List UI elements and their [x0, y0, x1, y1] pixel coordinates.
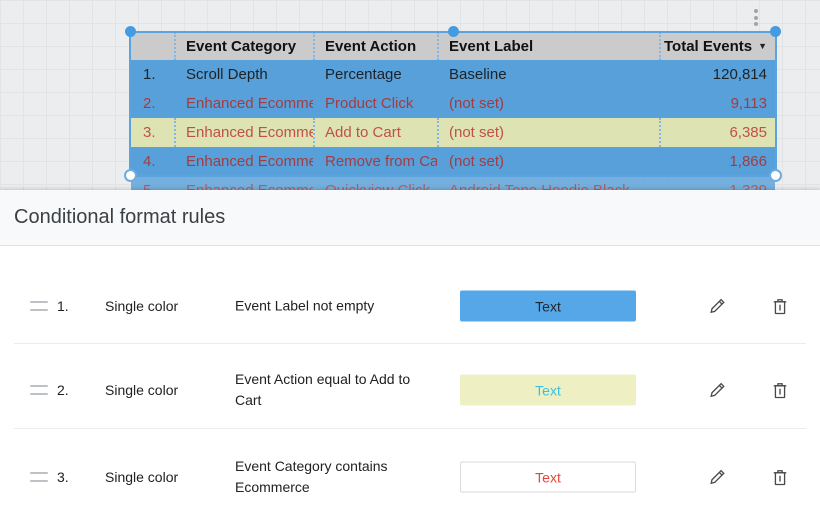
- trash-icon: [773, 470, 787, 486]
- event-label-cell: (not set): [437, 118, 659, 147]
- pencil-icon: [710, 298, 725, 314]
- selection-handle-bottom-left[interactable]: [124, 169, 137, 182]
- total-events-label: Total Events: [664, 37, 753, 55]
- row-number-cell: 1.: [143, 66, 156, 83]
- row-number-cell: 5.: [131, 176, 174, 190]
- event-label-cell: Android Tone Hoodie Black: [437, 176, 659, 190]
- rule-color-swatch[interactable]: Text: [460, 461, 636, 493]
- rule-condition: Event Action equal to Add to Cart: [235, 371, 411, 408]
- pencil-icon: [710, 382, 725, 398]
- pencil-icon: [710, 469, 725, 485]
- event-label-cell: Baseline: [449, 66, 507, 83]
- event-category-cell: Scroll Depth: [186, 66, 268, 83]
- format-rule-row: 2. Single color Event Action equal to Ad…: [0, 360, 820, 420]
- data-table[interactable]: Event Category Event Action Event Label …: [131, 32, 775, 190]
- rule-type: Single color: [105, 382, 179, 398]
- event-action-cell: Add to Cart: [313, 118, 437, 147]
- event-category-cell: Enhanced Ecommerce: [174, 176, 313, 190]
- trash-icon: [773, 299, 787, 315]
- report-canvas: Event Category Event Action Event Label …: [0, 0, 820, 190]
- total-events-cell: 6,385: [659, 118, 775, 147]
- column-header-event-label[interactable]: Event Label: [437, 32, 659, 60]
- rule-condition: Event Category contains Ecommerce: [235, 458, 388, 495]
- selection-handle-top-center[interactable]: [448, 26, 459, 37]
- format-rule-row: 3. Single color Event Category contains …: [0, 447, 820, 507]
- rule-number: 2.: [57, 382, 69, 398]
- total-events-cell: 1,329: [659, 176, 775, 190]
- edit-rule-button[interactable]: [705, 465, 729, 489]
- drag-handle-icon[interactable]: [30, 385, 48, 395]
- table-row[interactable]: 5. Enhanced Ecommerce Quickview Click An…: [131, 176, 775, 190]
- rule-number: 1.: [57, 298, 69, 314]
- rule-condition: Event Label not empty: [235, 297, 375, 314]
- edit-rule-button[interactable]: [705, 294, 729, 318]
- selection-handle-top-right[interactable]: [770, 26, 781, 37]
- column-header-event-category[interactable]: Event Category: [174, 32, 313, 60]
- delete-rule-button[interactable]: [768, 378, 792, 402]
- edit-rule-button[interactable]: [705, 378, 729, 402]
- event-action-cell: Remove from Cart: [325, 153, 437, 170]
- drag-handle-icon[interactable]: [30, 301, 48, 311]
- event-category-cell: Enhanced Ecommerce: [186, 95, 313, 112]
- selection-handle-top-left[interactable]: [125, 26, 136, 37]
- column-header-index[interactable]: [131, 32, 174, 60]
- event-label-cell: (not set): [449, 95, 505, 112]
- table-row[interactable]: 4. Enhanced Ecommerce Remove from Cart (…: [131, 147, 775, 176]
- format-rule-row: 1. Single color Event Label not empty Te…: [0, 276, 820, 336]
- delete-rule-button[interactable]: [768, 465, 792, 489]
- total-events-cell: 120,814: [712, 66, 767, 83]
- trash-icon: [773, 383, 787, 399]
- total-events-cell: 9,113: [730, 95, 767, 112]
- panel-title: Conditional format rules: [14, 206, 226, 228]
- rules-list: 1. Single color Event Label not empty Te…: [0, 246, 820, 523]
- panel-header: Conditional format rules: [0, 190, 820, 246]
- kebab-menu-icon[interactable]: [751, 6, 761, 29]
- event-category-cell: Enhanced Ecommerce: [186, 153, 313, 170]
- rule-divider: [14, 343, 806, 344]
- rule-color-swatch[interactable]: Text: [460, 374, 636, 406]
- event-label-cell: (not set): [449, 153, 505, 170]
- rule-color-swatch[interactable]: Text: [460, 290, 636, 322]
- table-row[interactable]: 2. Enhanced Ecommerce Product Click (not…: [131, 89, 775, 118]
- event-action-cell: Quickview Click: [313, 176, 437, 190]
- selection-handle-bottom-right[interactable]: [769, 169, 782, 182]
- delete-rule-button[interactable]: [768, 294, 792, 318]
- drag-handle-icon[interactable]: [30, 472, 48, 482]
- table-row[interactable]: 1. Scroll Depth Percentage Baseline 120,…: [131, 60, 775, 89]
- sort-descending-icon[interactable]: ▼: [758, 41, 767, 51]
- table-row[interactable]: 3. Enhanced Ecommerce Add to Cart (not s…: [131, 118, 775, 147]
- rule-type: Single color: [105, 298, 179, 314]
- event-action-cell: Percentage: [325, 66, 402, 83]
- event-action-cell: Product Click: [325, 95, 414, 112]
- rule-type: Single color: [105, 469, 179, 485]
- column-header-event-action[interactable]: Event Action: [313, 32, 437, 60]
- conditional-format-panel: Conditional format rules 1. Single color…: [0, 190, 820, 524]
- rule-number: 3.: [57, 469, 69, 485]
- row-number-cell: 2.: [143, 95, 156, 112]
- row-number-cell: 3.: [143, 124, 156, 141]
- row-number-cell: 4.: [143, 153, 156, 170]
- event-category-cell: Enhanced Ecommerce: [174, 118, 313, 147]
- rule-divider: [14, 428, 806, 429]
- column-header-total-events[interactable]: Total Events ▼: [659, 32, 775, 60]
- total-events-cell: 1,866: [729, 153, 767, 170]
